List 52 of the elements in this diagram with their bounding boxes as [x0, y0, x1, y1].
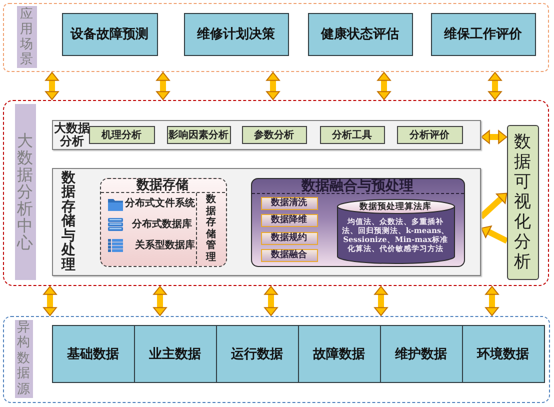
- side-label: 应用场景: [16, 6, 36, 68]
- double-arrow: [45, 72, 59, 100]
- item-label: 分布式文件系统: [125, 197, 196, 211]
- module-box: 健康状态评估: [308, 12, 412, 56]
- item-label: 关系型数据库: [135, 239, 196, 253]
- module-box: 影响因素分析: [166, 126, 230, 144]
- arrow: [480, 225, 508, 244]
- module-box: 业主数据: [134, 324, 216, 382]
- panel-title: 数据存储与处理: [60, 170, 76, 272]
- double-arrow: [485, 286, 499, 316]
- item-label: 分布式数据库: [132, 218, 193, 232]
- module-box: 分析工具: [320, 126, 384, 144]
- double-arrow: [156, 72, 170, 100]
- rounded-panel: [250, 178, 464, 266]
- double-arrow: [43, 286, 57, 316]
- module-box: 维护数据: [380, 324, 462, 382]
- dashed-panel: [3, 100, 549, 286]
- panel-title: 大数据分析: [54, 122, 90, 148]
- dashed-panel: [3, 316, 550, 403]
- module-box: 基础数据: [52, 324, 134, 382]
- rounded-panel: [100, 178, 226, 266]
- module-box: 数据降维: [260, 214, 318, 226]
- module-box: 数据规约: [260, 232, 318, 244]
- dashed-panel: [3, 3, 549, 72]
- module-box: 数据融合: [260, 248, 318, 262]
- double-arrow: [374, 286, 388, 316]
- panel-heading: 数据存储: [100, 178, 224, 193]
- side-label: 异构数据源: [14, 320, 32, 398]
- module-box: 参数分析: [242, 126, 306, 144]
- double-arrow: [153, 286, 167, 316]
- module-box: 数据清洗: [260, 196, 318, 210]
- cylinder: [336, 198, 454, 264]
- dashed-box: 数据存储管理: [196, 193, 224, 264]
- panel-heading: 数据融合与预处理: [252, 178, 464, 194]
- double-arrow: [266, 72, 280, 100]
- side-label: 大数据分析中心: [14, 104, 36, 280]
- double-arrow: [264, 286, 278, 316]
- module-box: 故障数据: [298, 324, 380, 382]
- panel: [52, 120, 480, 150]
- module-box: 环境数据: [462, 324, 544, 382]
- heading: 数据预处理算法库: [358, 202, 432, 212]
- tall-box: 数据可视化分析: [506, 124, 538, 280]
- double-arrow: [377, 72, 391, 100]
- module-box: 维修计划决策: [184, 12, 288, 56]
- module-box: 机理分析: [88, 126, 154, 144]
- module-box: 运行数据: [216, 324, 298, 382]
- module-box: 分析评价: [396, 126, 462, 144]
- module-box: 设备故障预测: [62, 12, 158, 56]
- double-arrow: [480, 130, 508, 144]
- double-arrow: [488, 72, 502, 100]
- panel: [52, 168, 480, 276]
- module-box: 维保工作评价: [430, 12, 536, 56]
